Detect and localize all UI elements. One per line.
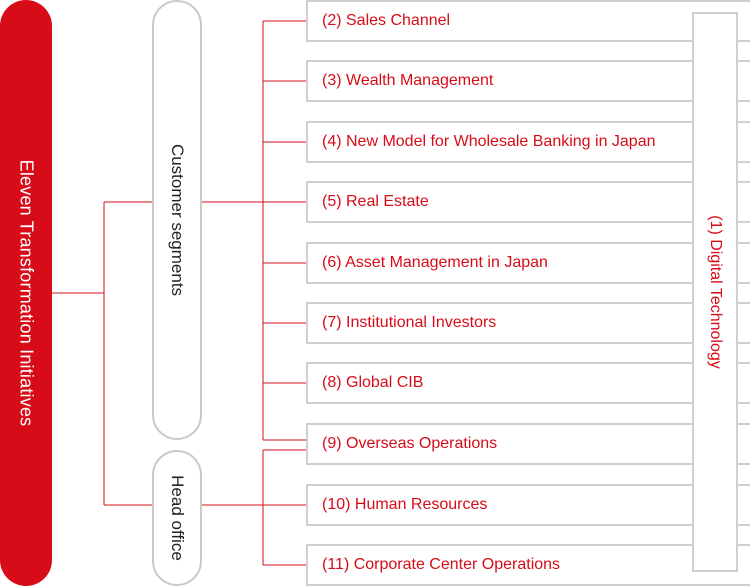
segment-head-office: Head office (152, 450, 202, 586)
initiative-item-10: (10) Human Resources (306, 484, 750, 526)
initiative-item-6: (6) Asset Management in Japan (306, 242, 750, 284)
segment-customer-segments: Customer segments (152, 0, 202, 440)
initiative-item-5: (5) Real Estate (306, 181, 750, 223)
initiative-item-8: (8) Global CIB (306, 362, 750, 404)
initiative-item-9: (9) Overseas Operations (306, 423, 750, 465)
root-label: Eleven Transformation Initiatives (16, 159, 37, 427)
initiative-item-4: (4) New Model for Wholesale Banking in J… (306, 121, 750, 163)
root-node: Eleven Transformation Initiatives (0, 0, 52, 586)
initiative-item-7: (7) Institutional Investors (306, 302, 750, 344)
initiative-item-11: (11) Corporate Center Operations (306, 544, 750, 586)
initiative-item-3: (3) Wealth Management (306, 60, 750, 102)
segment-label-head-office: Head office (168, 475, 187, 561)
digital-technology-label: (1) Digital Technology (707, 215, 724, 369)
initiative-item-2: (2) Sales Channel (306, 0, 750, 42)
segment-label-customer: Customer segments (168, 143, 187, 297)
digital-technology-column: (1) Digital Technology (692, 12, 738, 572)
